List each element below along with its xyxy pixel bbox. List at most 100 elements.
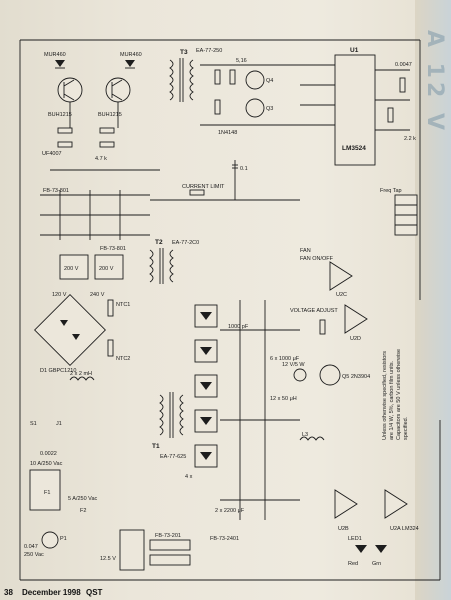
- bridge-rectifier-d1: D1 GBPC1210 NTC1 NTC2: [34, 294, 130, 374]
- f1-label: F1: [44, 490, 50, 496]
- base-drive-network: UF4007 4.7 k: [42, 102, 160, 171]
- base-resistor-label: 4.7 k: [95, 156, 107, 162]
- opamp-u2a: U2A LM324: [384, 489, 419, 532]
- fb-label-a: FB-73-801: [43, 188, 69, 194]
- r-timing-label: 2.2 k: [404, 136, 416, 142]
- snubber-diodes: MUR460 MUR460: [44, 52, 142, 69]
- t1-part-label: EA-77-625: [160, 454, 186, 460]
- t1-label: T1: [152, 443, 160, 450]
- voltage-adjust-label: VOLTAGE ADJUST: [290, 308, 338, 314]
- d12-label: 1N4148: [218, 130, 237, 136]
- freq-tap-table: Freq Tap: [380, 188, 418, 236]
- note-line-3: Capacitors are 50 V unless otherwise: [396, 348, 402, 440]
- c-ac-small-label: 0.0022: [40, 451, 57, 457]
- note-line-4: specified.: [403, 416, 409, 440]
- fuse-f1-rating: 10 A/250 Vac: [30, 461, 63, 467]
- opamp-u2c: U2C FAN FAN ON/OFF: [300, 248, 353, 298]
- selector-120-label: 120 V: [52, 292, 67, 298]
- fuse-f2-rating: 5 A/250 Vac: [68, 496, 98, 502]
- ac-input-section: 10 A/250 Vac 5 A/250 Vac 2 x 2 mH 0.0022…: [24, 371, 98, 558]
- u2a-label: U2A LM324: [390, 526, 419, 532]
- freq-tap-label: Freq Tap: [380, 188, 402, 194]
- schematic-notes: Unless otherwise specified, resistors ar…: [382, 330, 412, 440]
- pwm-controller-u1: LM3524 U1 0.0047 2.2 k: [300, 47, 416, 166]
- status-leds: Red Grn LED1: [348, 536, 387, 567]
- fb-label-b: FB-73-801: [100, 246, 126, 252]
- led-red-label: Red: [348, 561, 358, 567]
- switching-transistor-q1: BUH1215: [48, 77, 83, 118]
- fan-label: FAN: [300, 248, 311, 254]
- t2-label: T2: [155, 239, 163, 246]
- c-timing-label: 0.0047: [395, 62, 412, 68]
- output-filter: 1000 pF 6 x 1000 μF 12 x 50 μH 2 x 2200 …: [210, 300, 325, 542]
- fb-output-label: FB-73-2401: [210, 536, 239, 542]
- issue-date: December 1998: [22, 588, 81, 597]
- fan-rating-label: 12 V/5 W: [282, 362, 305, 368]
- ntc2-label: NTC2: [116, 356, 130, 362]
- led1-label: LED1: [348, 536, 362, 542]
- c-bulk-voltage-a: 200 V: [64, 266, 79, 272]
- q3-label: Q3: [266, 106, 273, 112]
- output-cap-bank-label: 6 x 1000 μF: [270, 356, 300, 362]
- q1-part-label: BUH1215: [48, 112, 72, 118]
- transformer-t1: T1 EA-77-625: [152, 392, 186, 460]
- d13-label: 5,16: [236, 58, 247, 64]
- c-bulk-voltage-b: 200 V: [99, 266, 114, 272]
- d3-label: MUR460: [120, 52, 142, 58]
- opamp-u2b: U2B: [334, 489, 358, 532]
- page-footer: 38 December 1998 QST: [0, 588, 451, 600]
- page-number: 38: [4, 588, 13, 597]
- u1-label: U1: [350, 47, 359, 54]
- rectifier-count-label: 4 x: [185, 474, 193, 480]
- final-cap-label: 2 x 2200 μF: [215, 508, 245, 514]
- u2b-label: U2B: [338, 526, 349, 532]
- current-sense-network: CURRENT LIMIT 0.1: [150, 160, 300, 201]
- opamp-u2d: U2D VOLTAGE ADJUST: [290, 304, 368, 342]
- output-terminals: 12.5 V FB-73-201: [100, 529, 191, 571]
- c-ac-voltage-label: 250 Vac: [24, 552, 44, 558]
- selector-240-label: 240 V: [90, 292, 105, 298]
- magazine-name: QST: [86, 588, 103, 597]
- q2-part-label: BUH1215: [98, 112, 122, 118]
- c33-label: 0.1: [240, 166, 248, 172]
- s1-label: S1: [30, 421, 37, 427]
- output-rectifiers: 4 x: [185, 304, 218, 480]
- driver-transistors: Q4 Q3 1N4148 5,16: [200, 58, 300, 136]
- output-voltage-label: 12.5 V: [100, 556, 116, 562]
- transformer-t3: T3 EA-77-250: [169, 48, 222, 102]
- current-limit-label: CURRENT LIMIT: [182, 184, 225, 190]
- fan-driver-q5: Q5 2N3904 12 V/5 W: [282, 362, 370, 386]
- c-ac-large-label: 0.047: [24, 544, 38, 550]
- transformer-t2: T2 EA-77-2C0: [149, 239, 199, 284]
- u2c-label: U2C: [336, 292, 347, 298]
- q4-label: Q4: [266, 78, 273, 84]
- t3-label: T3: [180, 49, 188, 56]
- t2-part-label: EA-77-2C0: [172, 240, 199, 246]
- note-line-2: are 1/4 W, 5%, carbon film units.: [389, 360, 395, 440]
- p1-label: P1: [60, 536, 67, 542]
- output-choke-label: 12 x 50 μH: [270, 396, 297, 402]
- l3-label: L3: [302, 432, 308, 438]
- snubber-cap-label: 1000 pF: [228, 324, 249, 330]
- q5-label: Q5 2N3904: [342, 374, 370, 380]
- u1-part-label: LM3524: [342, 145, 366, 152]
- input-filter-capacitors: FB-73-801 FB-73-801 200 V 200 V 120 V 24…: [40, 188, 150, 298]
- d2-label: MUR460: [44, 52, 66, 58]
- d1-label: D1 GBPC1210: [40, 368, 76, 374]
- j1-label: J1: [56, 421, 62, 427]
- frame-rails: [19, 39, 441, 581]
- fb-dc-label: FB-73-201: [155, 533, 181, 539]
- facing-page-heading: A 12 V: [422, 30, 447, 134]
- l1-l2-label: 2 x 2 mH: [70, 371, 92, 377]
- ntc1-label: NTC1: [116, 302, 130, 308]
- led-green-label: Grn: [372, 561, 381, 567]
- note-line-1: Unless otherwise specified, resistors: [382, 351, 388, 440]
- switching-transistor-q2: BUH1215: [98, 77, 131, 118]
- uf4007-label: UF4007: [42, 151, 62, 157]
- fan-switch-label: FAN ON/OFF: [300, 256, 334, 262]
- t3-part-label: EA-77-250: [196, 48, 222, 54]
- facing-page-margin: A 12 V: [415, 0, 451, 600]
- f2-label: F2: [80, 508, 86, 514]
- u2d-label: U2D: [350, 336, 361, 342]
